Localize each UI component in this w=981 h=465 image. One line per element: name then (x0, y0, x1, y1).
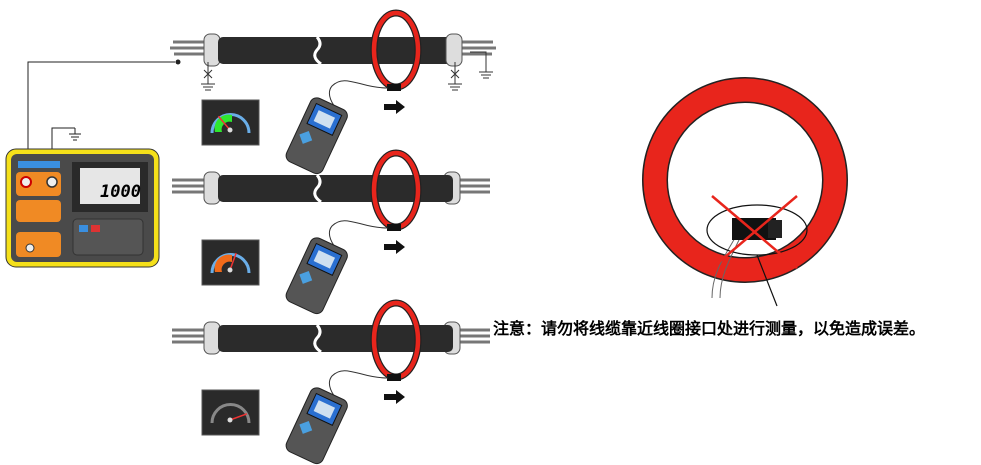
coil-ring (643, 78, 847, 282)
measurement-row-1 (168, 32, 498, 68)
analog-gauge (201, 99, 260, 146)
analog-gauge (201, 389, 260, 436)
cable (218, 325, 453, 352)
clamp-meter (285, 387, 348, 465)
measurement-row-1 (175, 9, 493, 175)
ground-symbol (69, 128, 81, 141)
cable (218, 37, 453, 64)
measurement-row-2 (172, 149, 490, 315)
cable (218, 175, 453, 202)
power-button (25, 243, 35, 253)
warning-label (16, 200, 61, 222)
analog-gauge (201, 239, 260, 286)
measurement-row-3 (172, 299, 490, 465)
insulation-tester: 1000 (5, 148, 160, 268)
direction-arrow-icon (384, 390, 405, 404)
caution-note: 注意：请勿将线缆靠近线圈接口处进行测量，以免造成误差。 (493, 319, 926, 338)
test-lead-wire (27, 61, 175, 175)
display-value: 1000 (100, 182, 141, 202)
direction-arrow-icon (384, 100, 405, 114)
coil-warning-illustration (642, 77, 848, 307)
direction-arrow-icon (384, 240, 405, 254)
tester-display (80, 168, 140, 204)
clamp-meter (285, 97, 348, 175)
clamp-meter (285, 237, 348, 315)
